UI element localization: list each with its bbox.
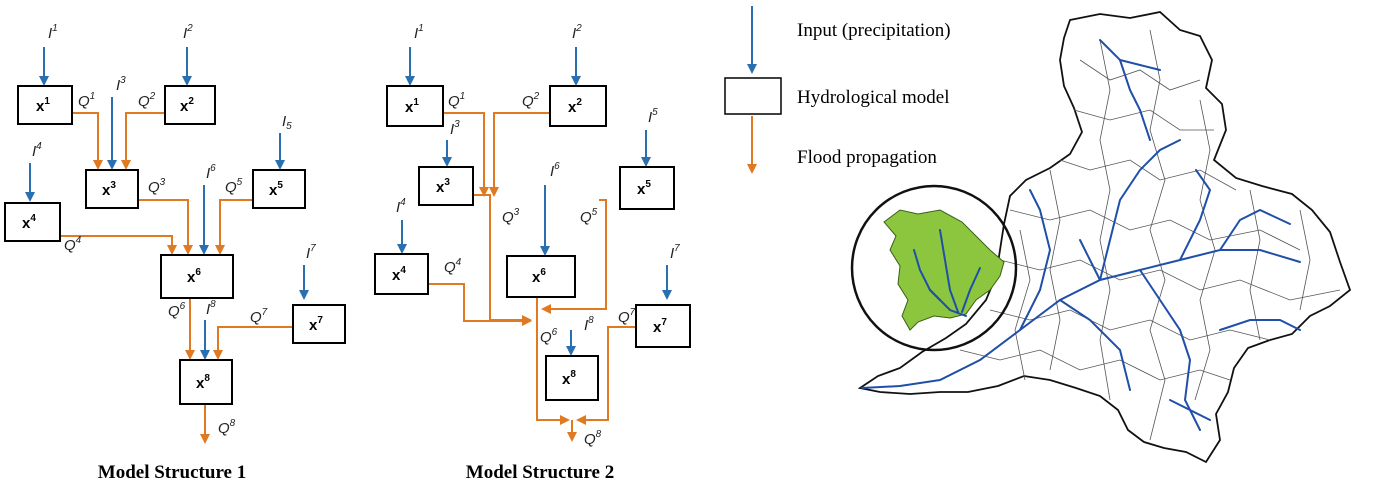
- basin-outline: [857, 11, 1352, 464]
- flow-label-q1-s2: Q1: [448, 91, 465, 110]
- flow-label-q5-s2: Q5: [580, 207, 598, 226]
- rivers: [861, 39, 1301, 431]
- model-box-x5: x5: [252, 169, 306, 209]
- input-arrows-1: [25, 47, 309, 360]
- svg-text:x2: x2: [568, 97, 582, 116]
- model-box-x7-s2: x7: [635, 304, 691, 348]
- highlight-circle: [850, 184, 1018, 352]
- svg-text:x1: x1: [36, 96, 50, 115]
- svg-text:x4: x4: [22, 213, 36, 232]
- input-label-i1-s2: I1: [414, 23, 424, 42]
- highlight-rivers: [913, 229, 981, 317]
- model-box-x3: x3: [85, 169, 139, 209]
- input-label-i7-s2: I7: [670, 243, 680, 262]
- input-label-i2-s2: I2: [572, 23, 582, 42]
- legend-model-box-icon: [724, 77, 782, 115]
- input-label-i6-s2: I6: [550, 161, 560, 180]
- model-box-x2: x2: [164, 85, 216, 125]
- model-box-x3-s2: x3: [418, 166, 474, 206]
- svg-text:x5: x5: [269, 180, 283, 199]
- model-structure-1: x1 x2 x3 x4 x5 x6 x7 x8 I1 I2 I3 I4 I5 I…: [4, 23, 346, 483]
- svg-text:x6: x6: [532, 267, 546, 286]
- input-label-i7: I7: [306, 243, 316, 262]
- input-label-i1: I1: [48, 23, 58, 42]
- svg-text:x8: x8: [562, 369, 576, 388]
- svg-text:x3: x3: [436, 177, 450, 196]
- svg-text:x1: x1: [405, 97, 419, 116]
- flood-arrows-1: [60, 112, 293, 444]
- svg-text:x7: x7: [653, 317, 667, 336]
- model-box-x2-s2: x2: [549, 85, 607, 127]
- model-box-x5-s2: x5: [619, 166, 675, 210]
- svg-text:x3: x3: [102, 180, 116, 199]
- legend-flood-label: Flood propagation: [797, 147, 937, 168]
- model-box-x7: x7: [292, 304, 346, 344]
- flow-label-q8-s2: Q8: [584, 429, 602, 448]
- input-arrows-2: [397, 47, 672, 356]
- svg-text:x6: x6: [187, 267, 201, 286]
- legend-model-label: Hydrological model: [797, 87, 950, 108]
- caption-structure-1: Model Structure 1: [98, 462, 246, 483]
- model-box-x1-s2: x1: [386, 85, 444, 127]
- input-label-i2: I2: [183, 23, 193, 42]
- legend-input-label: Input (precipitation): [797, 20, 951, 41]
- model-box-x6: x6: [160, 254, 234, 299]
- svg-text:x8: x8: [196, 373, 210, 392]
- flow-label-q2: Q2: [138, 91, 156, 110]
- input-label-i4-s2: I4: [396, 197, 406, 216]
- model-box-x8-s2: x8: [545, 355, 599, 401]
- input-label-i4: I4: [32, 141, 42, 160]
- model-box-x6-s2: x6: [506, 255, 576, 298]
- svg-text:x7: x7: [309, 315, 323, 334]
- flow-label-q7-s2: Q7: [618, 307, 636, 326]
- flood-arrows-2: [428, 112, 636, 442]
- caption-structure-2: Model Structure 2: [466, 462, 614, 483]
- svg-text:x4: x4: [392, 265, 406, 284]
- model-box-x8: x8: [179, 359, 233, 405]
- flow-label-q4-s2: Q4: [444, 257, 462, 276]
- model-box-x4: x4: [4, 202, 61, 242]
- model-box-x1: x1: [17, 85, 73, 125]
- input-label-i3-s2: I3: [450, 119, 460, 138]
- basin-map: [850, 11, 1352, 464]
- flow-label-q6-s2: Q6: [540, 327, 558, 346]
- input-label-i8-s2: I8: [584, 315, 594, 334]
- flow-label-q7: Q7: [250, 307, 268, 326]
- flow-label-q3-s2: Q3: [502, 207, 520, 226]
- input-label-i5-s2: I5: [648, 107, 658, 126]
- flow-label-q2-s2: Q2: [522, 91, 540, 110]
- legend: Input (precipitation) Hydrological model…: [724, 6, 951, 174]
- input-label-i3: I3: [116, 75, 126, 94]
- model-box-x4-s2: x4: [374, 253, 429, 295]
- model-structure-2: x1 x2 x3 x4 x5 x6 x7 x8 I1 I2 I3 I4 I5 I…: [374, 23, 691, 483]
- flow-label-q6: Q6: [168, 301, 186, 320]
- input-label-i6: I6: [206, 163, 216, 182]
- input-label-i5: I5: [282, 113, 292, 132]
- svg-text:x2: x2: [180, 96, 194, 115]
- flow-label-q1: Q1: [78, 91, 95, 110]
- flow-label-q8: Q8: [218, 418, 236, 437]
- flow-label-q5: Q5: [225, 177, 243, 196]
- input-label-i8: I8: [206, 299, 216, 318]
- svg-text:x5: x5: [637, 179, 651, 198]
- flow-label-q4: Q4: [64, 235, 82, 254]
- highlighted-subbasin: [883, 209, 1005, 331]
- flow-label-q3: Q3: [148, 177, 166, 196]
